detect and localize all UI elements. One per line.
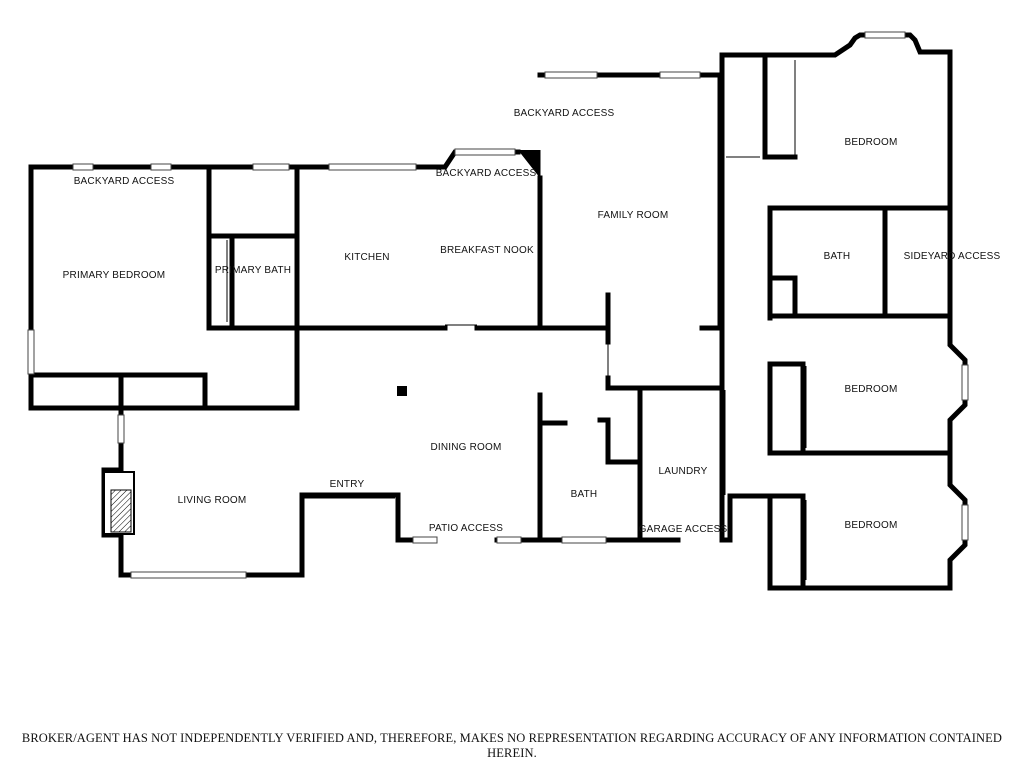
garage-jog xyxy=(719,493,773,543)
window xyxy=(252,163,290,171)
bath-south-label: BATH xyxy=(571,489,598,500)
garage-access-label: GARAGE ACCESS xyxy=(639,524,728,535)
breakfast-nook-label: BREAKFAST NOOK xyxy=(440,245,534,256)
bedroom-se-closet xyxy=(767,493,806,586)
entry-label: ENTRY xyxy=(330,479,365,490)
disclaimer-text: BROKER/AGENT HAS NOT INDEPENDENTLY VERIF… xyxy=(21,731,1003,760)
bedroom-ne-closet xyxy=(762,52,798,160)
laundry-walls xyxy=(605,375,725,391)
window xyxy=(130,571,247,579)
bath-notch xyxy=(767,275,798,316)
bedroom-se-walls xyxy=(767,450,968,591)
primary-bedroom-walls xyxy=(28,164,300,411)
backyard-access-center-label: BACKYARD ACCESS xyxy=(436,168,537,179)
window xyxy=(961,504,969,541)
primary-bedroom-label: PRIMARY BEDROOM xyxy=(63,270,166,281)
fixtures xyxy=(103,386,407,535)
window xyxy=(961,364,969,401)
corner-post xyxy=(518,150,540,178)
bedroom-ne-walls xyxy=(719,32,953,211)
family-room-label: FAMILY ROOM xyxy=(598,210,669,221)
kitchen-label: KITCHEN xyxy=(344,252,389,263)
bath-east-label: BATH xyxy=(824,251,851,262)
room-labels: PRIMARY BEDROOM PRIMARY BATH KITCHEN BRE… xyxy=(63,108,1001,535)
walls xyxy=(28,32,968,591)
window xyxy=(544,71,598,79)
bedroom-se-label: BEDROOM xyxy=(844,520,897,531)
bedroom-e-label: BEDROOM xyxy=(844,384,897,395)
primary-bath-walls xyxy=(206,164,300,331)
bath-south-closet xyxy=(597,417,643,465)
entry-walls xyxy=(299,492,413,578)
window xyxy=(561,536,607,544)
window xyxy=(150,163,172,171)
window xyxy=(659,71,701,79)
bath-south-walls xyxy=(537,392,681,543)
bedroom-ne-label: BEDROOM xyxy=(844,137,897,148)
sideyard-access-label: SIDEYARD ACCESS xyxy=(904,251,1001,262)
laundry-label: LAUNDRY xyxy=(658,466,707,477)
window xyxy=(328,163,417,171)
window xyxy=(117,414,125,444)
windows xyxy=(27,31,969,579)
window xyxy=(72,163,94,171)
window xyxy=(864,31,906,39)
primary-bath-label: PRIMARY BATH xyxy=(215,265,291,276)
window xyxy=(412,536,438,544)
window xyxy=(496,536,522,544)
openings xyxy=(226,60,807,580)
fireplace-hearth xyxy=(110,489,132,533)
backyard-access-north-label: BACKYARD ACCESS xyxy=(514,108,615,119)
window xyxy=(27,329,35,375)
dining-room-label: DINING ROOM xyxy=(430,442,501,453)
window xyxy=(454,148,516,156)
backyard-access-west-label: BACKYARD ACCESS xyxy=(74,176,175,187)
bath-east-walls xyxy=(767,205,953,321)
bedroom-e-west xyxy=(767,361,806,456)
living-room-label: LIVING ROOM xyxy=(178,495,247,506)
patio-access-label: PATIO ACCESS xyxy=(429,523,503,534)
dining-column xyxy=(397,386,407,396)
